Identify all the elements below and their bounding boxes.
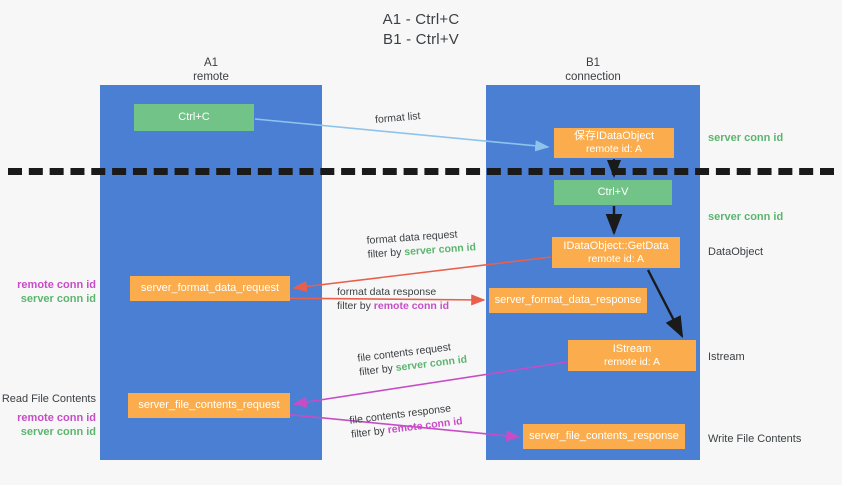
node-ctrl-c-label: Ctrl+C [178, 111, 210, 123]
page-title: A1 - Ctrl+C B1 - Ctrl+V [0, 10, 842, 50]
node-save-idataobject-remote-id: remote id: A [585, 143, 643, 155]
edge-label-format-data-response: format data response filter by remote co… [337, 285, 449, 313]
node-save-idataobject-label: 保存IDataObject [573, 130, 655, 142]
filter-by-prefix-2: filter by [337, 300, 374, 312]
annotation-server-conn-id-top: server conn id [708, 131, 783, 145]
node-server-file-contents-request[interactable]: server_file_contents_request [128, 393, 290, 418]
node-server-file-contents-request-label: server_file_contents_request [138, 399, 280, 411]
node-idataobject-getdata[interactable]: IDataObject::GetData remote id: A [552, 237, 680, 268]
lane-header-b1: B1 connection [483, 56, 703, 84]
node-ctrl-c[interactable]: Ctrl+C [134, 104, 254, 131]
annotation-dataobject: DataObject [708, 246, 764, 258]
lane-a1-sub: remote [193, 71, 229, 83]
node-istream-label: IStream [612, 342, 652, 355]
phase-divider [8, 168, 834, 175]
node-istream-remote-id: remote id: A [603, 355, 661, 368]
edge-label-format-list: format list [374, 109, 421, 127]
filter-by-prefix-4: filter by [350, 424, 389, 441]
node-server-file-contents-response[interactable]: server_file_contents_response [523, 424, 685, 449]
edge-label-format-list-text: format list [374, 110, 421, 126]
lane-header-a1: A1 remote [101, 56, 321, 84]
node-ctrl-v[interactable]: Ctrl+V [554, 180, 672, 205]
annotation-conn-ids-upper: remote conn id server conn id [0, 278, 96, 306]
edge-label-format-data-response-row1: format data response [337, 286, 437, 298]
annotation-write-file-contents: Write File Contents [708, 433, 802, 445]
annotation-server-conn-id-lower: server conn id [20, 426, 96, 438]
annotation-conn-ids-lower: remote conn id server conn id [0, 411, 96, 439]
edge-label-format-data-request: format data request filter by server con… [366, 226, 476, 262]
annotation-server-conn-id-mid-text: server conn id [708, 211, 784, 223]
annotation-remote-conn-id-upper: remote conn id [17, 279, 96, 291]
node-istream[interactable]: IStream remote id: A [568, 340, 696, 371]
edge-label-file-contents-request: file contents request filter by server c… [357, 338, 468, 379]
node-getdata-label: IDataObject::GetData [563, 239, 669, 252]
filter-key-server-conn-id-1: server conn id [403, 241, 477, 259]
lane-b1-name: B1 [585, 57, 601, 69]
annotation-istream: Istream [708, 351, 745, 363]
node-server-file-contents-response-label: server_file_contents_response [529, 430, 679, 442]
filter-by-prefix-1: filter by [367, 246, 405, 261]
annotation-server-conn-id-top-text: server conn id [708, 132, 784, 144]
annotation-server-conn-id-mid: server conn id [708, 210, 783, 224]
node-ctrl-v-label: Ctrl+V [597, 186, 629, 198]
node-server-format-data-response-label: server_format_data_response [494, 294, 642, 306]
edge-label-file-contents-response: file contents response filter by remote … [349, 400, 464, 441]
annotation-remote-conn-id-lower: remote conn id [17, 412, 96, 424]
node-save-idataobject[interactable]: 保存IDataObject remote id: A [554, 128, 674, 158]
annotation-read-file-contents: Read File Contents [1, 393, 96, 405]
annotation-server-conn-id-upper: server conn id [20, 293, 96, 305]
title-line-2: B1 - Ctrl+V [383, 31, 459, 48]
filter-key-remote-conn-id-1: remote conn id [373, 300, 450, 312]
lane-b1-sub: connection [565, 71, 621, 83]
node-server-format-data-response[interactable]: server_format_data_response [489, 288, 647, 313]
node-getdata-remote-id: remote id: A [587, 252, 645, 265]
node-server-format-data-request[interactable]: server_format_data_request [130, 276, 290, 301]
node-server-format-data-request-label: server_format_data_request [140, 282, 280, 294]
filter-by-prefix-3: filter by [358, 362, 397, 379]
edge-label-format-data-response-row2: filter by remote conn id [337, 299, 449, 313]
lane-a1-name: A1 [203, 57, 219, 69]
title-line-1: A1 - Ctrl+C [382, 11, 460, 28]
